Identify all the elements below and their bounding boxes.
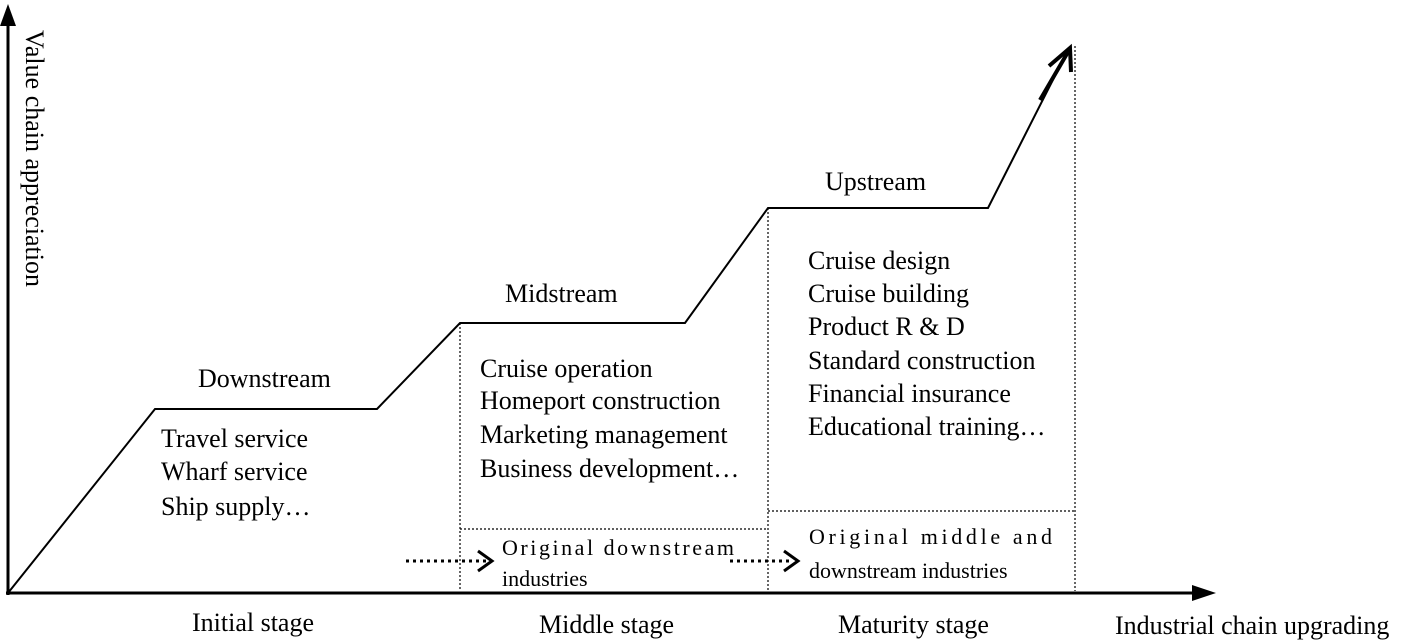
upstream-item: Financial insurance: [808, 379, 1011, 408]
upstream-item: Product R & D: [808, 312, 965, 341]
midstream-item: Cruise operation: [480, 354, 653, 383]
segment-title-midstream: Midstream: [505, 279, 618, 308]
midstream-item: Business development…: [480, 454, 739, 483]
segment-title-downstream: Downstream: [198, 364, 331, 393]
original-middle-downstream-line1: Original middle and: [809, 524, 1052, 549]
segment-title-upstream: Upstream: [825, 167, 926, 196]
original-downstream-industries-line1: Original downstream: [502, 535, 734, 560]
stage-label-maturity: Maturity stage: [838, 610, 989, 639]
downstream-item: Wharf service: [161, 457, 308, 486]
downstream-item: Ship supply…: [161, 492, 311, 521]
value-chain-arrowhead: [1047, 43, 1073, 73]
value-chain-curve: [7, 55, 1066, 594]
upstream-item: Cruise building: [808, 279, 969, 308]
upstream-item: Standard construction: [808, 346, 1035, 375]
midstream-item: Homeport construction: [480, 386, 720, 415]
upstream-item: Educational training…: [808, 412, 1046, 441]
transfer-arrowhead-2: [783, 549, 801, 573]
stage-label-middle: Middle stage: [539, 610, 674, 639]
value-chain-arrow-shaft: [1038, 50, 1070, 102]
midstream-item: Marketing management: [480, 420, 728, 449]
x-axis-label: Industrial chain upgrading: [1115, 611, 1389, 640]
original-middle-downstream-line2: downstream industries: [809, 558, 1008, 583]
y-axis-label: Value chain appreciation: [20, 30, 49, 287]
original-downstream-industries-line2: industries: [502, 566, 588, 591]
stage-label-initial: Initial stage: [192, 608, 314, 637]
y-axis-arrowhead: [0, 4, 16, 26]
x-axis-arrowhead: [1192, 585, 1216, 601]
downstream-item: Travel service: [161, 424, 308, 453]
upstream-item: Cruise design: [808, 246, 950, 275]
transfer-arrowhead-1: [477, 549, 495, 573]
